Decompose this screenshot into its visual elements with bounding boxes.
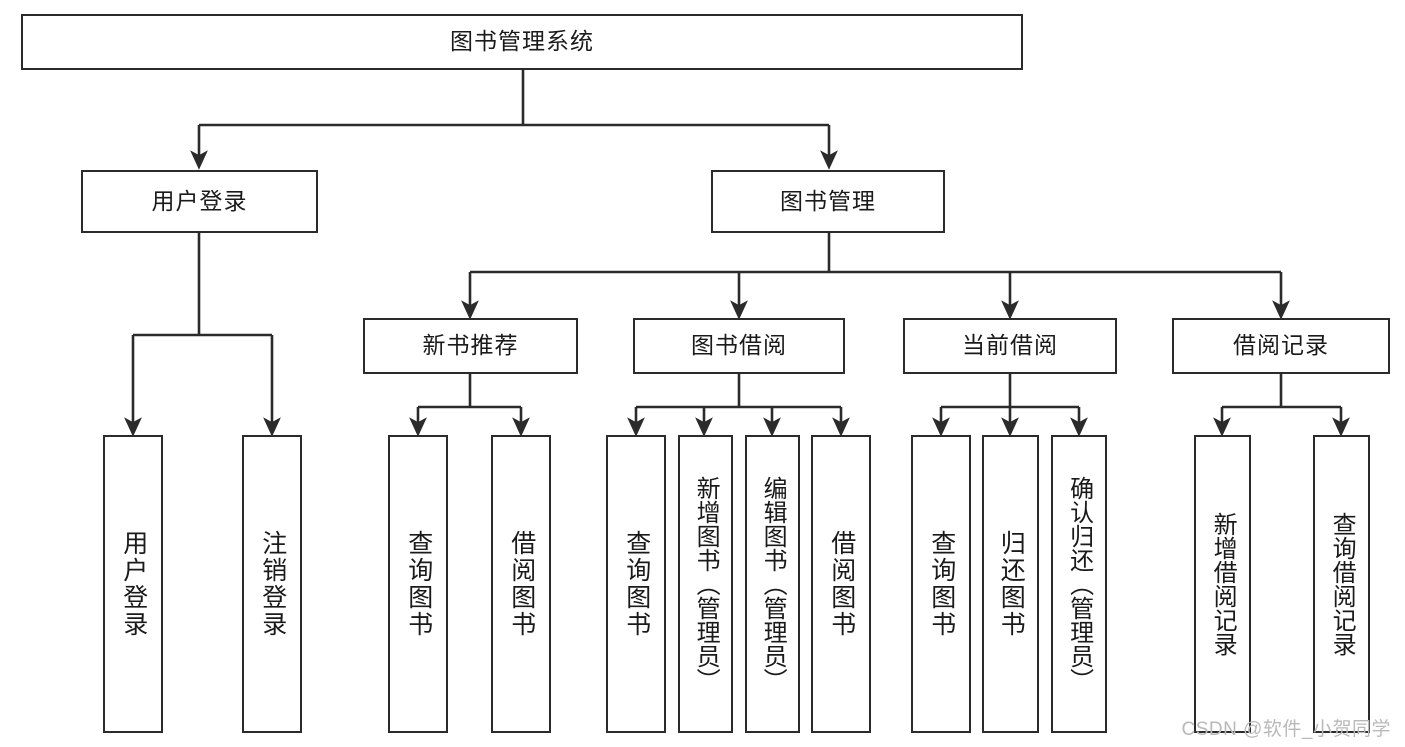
node-user-login-label: 用户登录 xyxy=(151,187,248,214)
leaf-record-add[interactable]: 新增借阅记录 xyxy=(1194,435,1251,733)
leaf-new-book-borrow[interactable]: 借阅图书 xyxy=(491,435,551,733)
leaf-borrow-edit-book-label: 编辑图书（管理员） xyxy=(759,476,787,692)
leaf-record-query-label: 查询借阅记录 xyxy=(1328,512,1356,656)
leaf-new-book-query[interactable]: 查询图书 xyxy=(388,435,448,733)
leaf-borrow-query-book[interactable]: 查询图书 xyxy=(606,435,666,733)
leaf-current-query-book-label: 查询图书 xyxy=(927,530,956,638)
node-new-book-recommend[interactable]: 新书推荐 xyxy=(363,318,578,374)
leaf-borrow-add-book-label: 新增图书（管理员） xyxy=(692,476,720,692)
leaf-user-login-logout[interactable]: 注销登录 xyxy=(242,435,302,733)
node-borrow-record[interactable]: 借阅记录 xyxy=(1172,318,1390,374)
leaf-borrow-add-book[interactable]: 新增图书（管理员） xyxy=(678,435,733,733)
node-borrow-record-label: 借阅记录 xyxy=(1233,332,1329,359)
leaf-current-return-book[interactable]: 归还图书 xyxy=(982,435,1039,733)
node-book-borrow[interactable]: 图书借阅 xyxy=(633,318,845,374)
leaf-user-login-login-label: 用户登录 xyxy=(119,530,148,638)
leaf-current-return-book-label: 归还图书 xyxy=(997,530,1026,638)
leaf-user-login-login[interactable]: 用户登录 xyxy=(103,435,163,733)
leaf-new-book-query-label: 查询图书 xyxy=(404,530,433,638)
node-new-book-recommend-label: 新书推荐 xyxy=(422,332,519,359)
node-current-borrow[interactable]: 当前借阅 xyxy=(903,318,1117,374)
node-book-management-label: 图书管理 xyxy=(780,187,876,214)
leaf-borrow-borrow-book-label: 借阅图书 xyxy=(827,530,856,638)
leaf-borrow-edit-book[interactable]: 编辑图书（管理员） xyxy=(745,435,800,733)
node-current-borrow-label: 当前借阅 xyxy=(962,332,1058,359)
leaf-current-confirm-return[interactable]: 确认归还（管理员） xyxy=(1051,435,1107,733)
leaf-borrow-borrow-book[interactable]: 借阅图书 xyxy=(811,435,871,733)
csdn-watermark: CSDN @软件_小贺同学 xyxy=(1181,719,1391,740)
node-user-login[interactable]: 用户登录 xyxy=(81,170,318,233)
leaf-current-confirm-return-label: 确认归还（管理员） xyxy=(1065,476,1093,692)
leaf-record-query[interactable]: 查询借阅记录 xyxy=(1313,435,1370,733)
leaf-user-login-logout-label: 注销登录 xyxy=(258,530,287,638)
node-root-label: 图书管理系统 xyxy=(450,28,594,55)
node-book-borrow-label: 图书借阅 xyxy=(691,332,787,359)
leaf-borrow-query-book-label: 查询图书 xyxy=(622,530,651,638)
leaf-new-book-borrow-label: 借阅图书 xyxy=(507,530,536,638)
node-root[interactable]: 图书管理系统 xyxy=(21,14,1023,70)
leaf-record-add-label: 新增借阅记录 xyxy=(1209,512,1237,656)
node-book-management[interactable]: 图书管理 xyxy=(711,170,945,233)
leaf-current-query-book[interactable]: 查询图书 xyxy=(911,435,971,733)
